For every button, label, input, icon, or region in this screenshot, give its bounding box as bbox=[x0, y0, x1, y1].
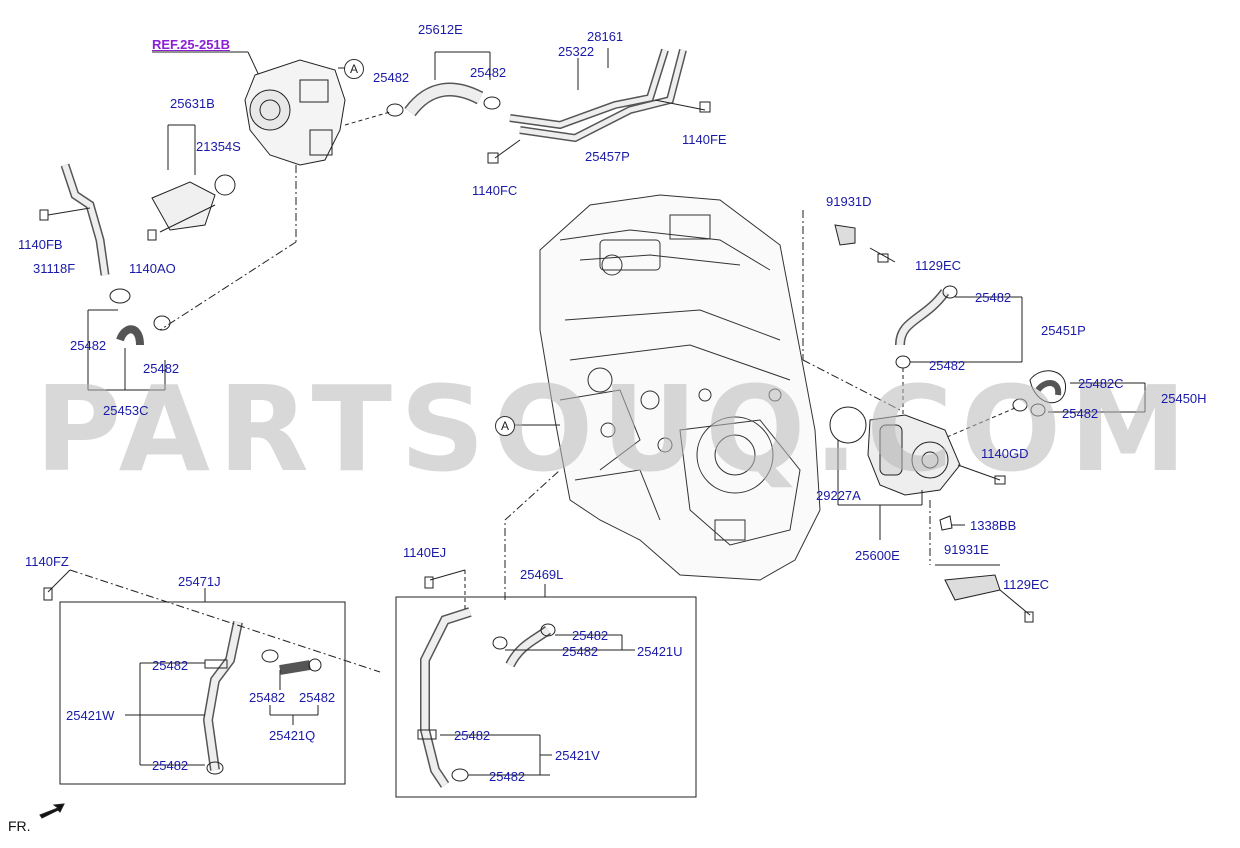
part-label-21354S[interactable]: 21354S bbox=[196, 139, 241, 154]
watermark: PARTSOUQ.COM bbox=[35, 360, 1195, 498]
callout-a-top: A bbox=[344, 59, 364, 79]
part-label-25322[interactable]: 25322 bbox=[558, 44, 595, 59]
callout-a-engine: A bbox=[495, 416, 515, 436]
part-label-1140FC[interactable]: 1140FC bbox=[472, 183, 518, 198]
part-label-25482-u-top[interactable]: 25482 bbox=[572, 628, 609, 643]
water-pump-assembly bbox=[244, 59, 346, 166]
part-label-25457P[interactable]: 25457P bbox=[585, 149, 630, 164]
part-label-1140FE[interactable]: 1140FE bbox=[682, 132, 727, 147]
part-label-25469L[interactable]: 25469L bbox=[520, 567, 564, 582]
part-label-29227A[interactable]: 29227A bbox=[816, 488, 861, 503]
part-label-25482-q-left[interactable]: 25482 bbox=[249, 690, 286, 705]
part-label-25482-v-bottom[interactable]: 25482 bbox=[489, 769, 526, 784]
part-label-91931E[interactable]: 91931E bbox=[944, 542, 989, 557]
part-label-25482-w-bottom[interactable]: 25482 bbox=[152, 758, 189, 773]
part-label-25421V[interactable]: 25421V bbox=[555, 748, 600, 763]
part-label-25482-v-top[interactable]: 25482 bbox=[454, 728, 491, 743]
part-label-25482-u-bottom[interactable]: 25482 bbox=[562, 644, 599, 659]
part-label-25482-w-top[interactable]: 25482 bbox=[152, 658, 189, 673]
part-label-25482-hose-bottom[interactable]: 25482 bbox=[929, 358, 966, 373]
part-label-25451P[interactable]: 25451P bbox=[1041, 323, 1086, 338]
part-label-28161[interactable]: 28161 bbox=[587, 29, 624, 44]
part-label-25482-clamp-left[interactable]: 25482 bbox=[373, 70, 410, 85]
part-label-25612E[interactable]: 25612E bbox=[418, 22, 463, 37]
part-label-25482-hose-top[interactable]: 25482 bbox=[975, 290, 1012, 305]
part-label-1140EJ[interactable]: 1140EJ bbox=[403, 545, 447, 560]
part-label-25482-bracket-left[interactable]: 25482 bbox=[70, 338, 107, 353]
part-label-1129EC-top[interactable]: 1129EC bbox=[915, 258, 962, 273]
water-pump-electric bbox=[867, 414, 961, 496]
reference-link[interactable]: REF.25-251B bbox=[152, 37, 231, 52]
part-label-1140AO[interactable]: 1140AO bbox=[129, 261, 176, 276]
part-label-25631B[interactable]: 25631B bbox=[170, 96, 215, 111]
part-label-1140FZ[interactable]: 1140FZ bbox=[25, 554, 69, 569]
part-label-31118F[interactable]: 31118F bbox=[33, 261, 76, 276]
part-label-25453C[interactable]: 25453C bbox=[103, 403, 149, 418]
part-label-1129EC-bottom[interactable]: 1129EC bbox=[1003, 577, 1050, 592]
part-label-25482C[interactable]: 25482C bbox=[1078, 376, 1124, 391]
part-label-25471J[interactable]: 25471J bbox=[178, 574, 221, 589]
part-label-1140GD[interactable]: 1140GD bbox=[981, 446, 1029, 461]
part-label-25600E[interactable]: 25600E bbox=[855, 548, 900, 563]
part-label-25482-q-right[interactable]: 25482 bbox=[299, 690, 336, 705]
part-label-25421W[interactable]: 25421W bbox=[66, 708, 115, 723]
engine-block bbox=[539, 194, 821, 581]
front-direction-label: FR. bbox=[8, 818, 31, 834]
part-label-25450H[interactable]: 25450H bbox=[1161, 391, 1207, 406]
part-label-1140FB[interactable]: 1140FB bbox=[18, 237, 63, 252]
part-label-25421U[interactable]: 25421U bbox=[637, 644, 683, 659]
part-label-25482-tube[interactable]: 25482 bbox=[1062, 406, 1099, 421]
part-label-25482-clamp-right[interactable]: 25482 bbox=[470, 65, 507, 80]
part-label-91931D[interactable]: 91931D bbox=[826, 194, 872, 209]
part-label-1338BB[interactable]: 1338BB bbox=[970, 518, 1017, 533]
part-label-25482-bracket-right[interactable]: 25482 bbox=[143, 361, 180, 376]
part-label-25421Q[interactable]: 25421Q bbox=[269, 728, 316, 743]
